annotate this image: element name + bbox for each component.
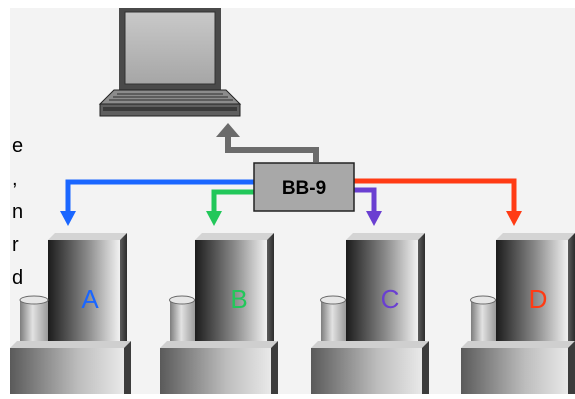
server-label-c: C [381, 284, 400, 314]
hub-label: BB-9 [282, 178, 326, 199]
side-text-line: n [12, 201, 23, 223]
hub-node: BB-9 [253, 162, 355, 212]
side-text-line: e [12, 135, 23, 157]
side-text-line: r [12, 234, 19, 256]
connector-c [352, 187, 382, 226]
uplink-connector [216, 123, 319, 162]
server-b: B [160, 233, 278, 394]
connector-d [352, 178, 522, 226]
server-label-b: B [230, 284, 247, 314]
connector-a [60, 179, 260, 226]
server-d: D [461, 233, 575, 394]
server-c: C [311, 233, 429, 394]
server-a: A [10, 233, 131, 394]
side-text-line: , [12, 168, 18, 190]
connector-b [206, 189, 260, 226]
side-text-line: d [12, 267, 23, 289]
server-label-d: D [529, 284, 548, 314]
server-label-a: A [81, 284, 99, 314]
side-text: e , n r d [12, 135, 23, 289]
laptop-icon [98, 8, 242, 117]
